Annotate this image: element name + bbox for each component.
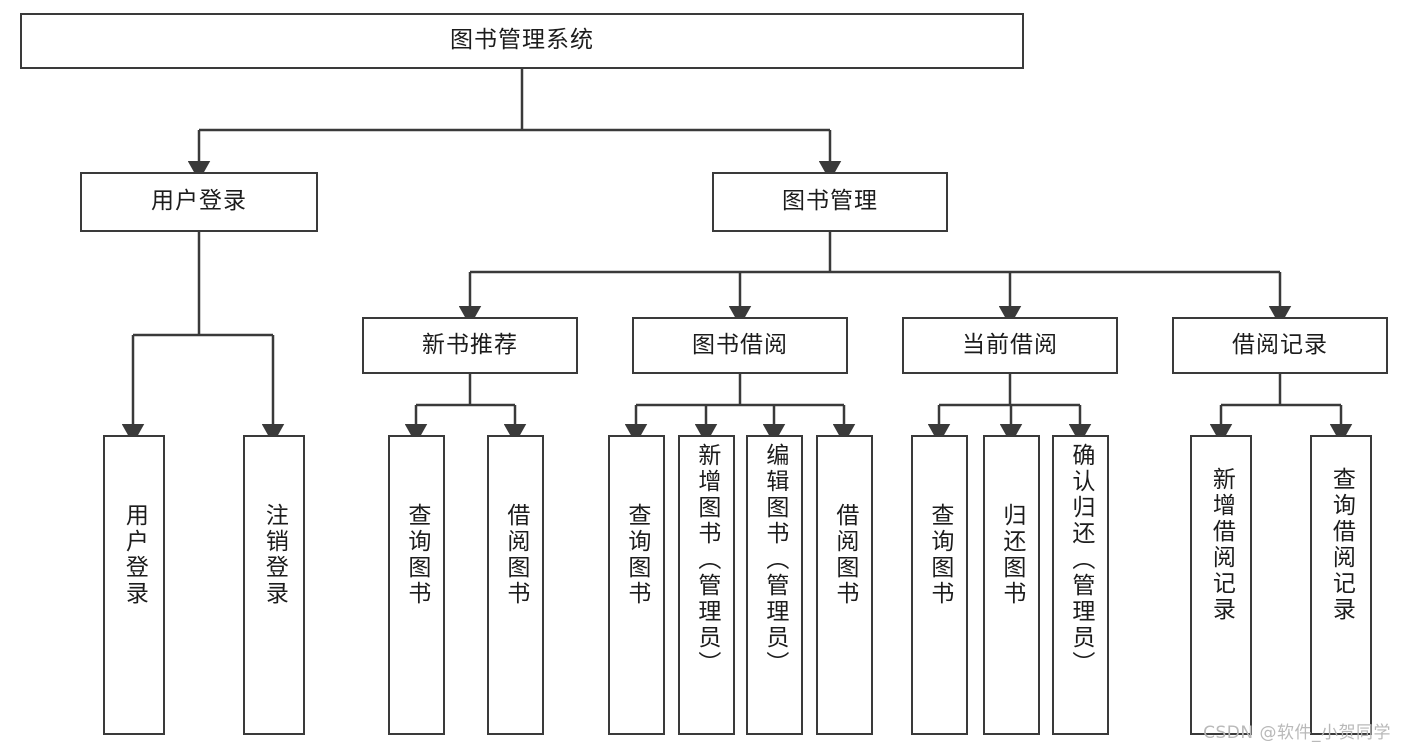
- node-current-borrow[interactable]: 当前借阅: [902, 317, 1118, 374]
- leaf-query-book-borrow[interactable]: 查询图书: [608, 435, 665, 735]
- watermark: CSDN @软件_小贺同学: [1203, 723, 1391, 743]
- leaf-borrow-book-newbook[interactable]: 借阅图书: [487, 435, 544, 735]
- leaf-return-book[interactable]: 归还图书: [983, 435, 1040, 735]
- leaf-logout-login[interactable]: 注销登录: [243, 435, 305, 735]
- node-new-book-recommend[interactable]: 新书推荐: [362, 317, 578, 374]
- node-book-borrow[interactable]: 图书借阅: [632, 317, 848, 374]
- node-borrow-record[interactable]: 借阅记录: [1172, 317, 1388, 374]
- leaf-add-book-admin[interactable]: 新增图书（管理员）: [678, 435, 735, 735]
- leaf-confirm-return-admin[interactable]: 确认归还（管理员）: [1052, 435, 1109, 735]
- leaf-borrow-book[interactable]: 借阅图书: [816, 435, 873, 735]
- leaf-query-book-newbook[interactable]: 查询图书: [388, 435, 445, 735]
- leaf-add-borrow-record[interactable]: 新增借阅记录: [1190, 435, 1252, 735]
- node-user-login[interactable]: 用户登录: [80, 172, 318, 232]
- node-root[interactable]: 图书管理系统: [20, 13, 1024, 69]
- leaf-query-borrow-record[interactable]: 查询借阅记录: [1310, 435, 1372, 735]
- leaf-user-login[interactable]: 用户登录: [103, 435, 165, 735]
- node-book-management[interactable]: 图书管理: [712, 172, 948, 232]
- leaf-edit-book-admin[interactable]: 编辑图书（管理员）: [746, 435, 803, 735]
- leaf-query-book-current[interactable]: 查询图书: [911, 435, 968, 735]
